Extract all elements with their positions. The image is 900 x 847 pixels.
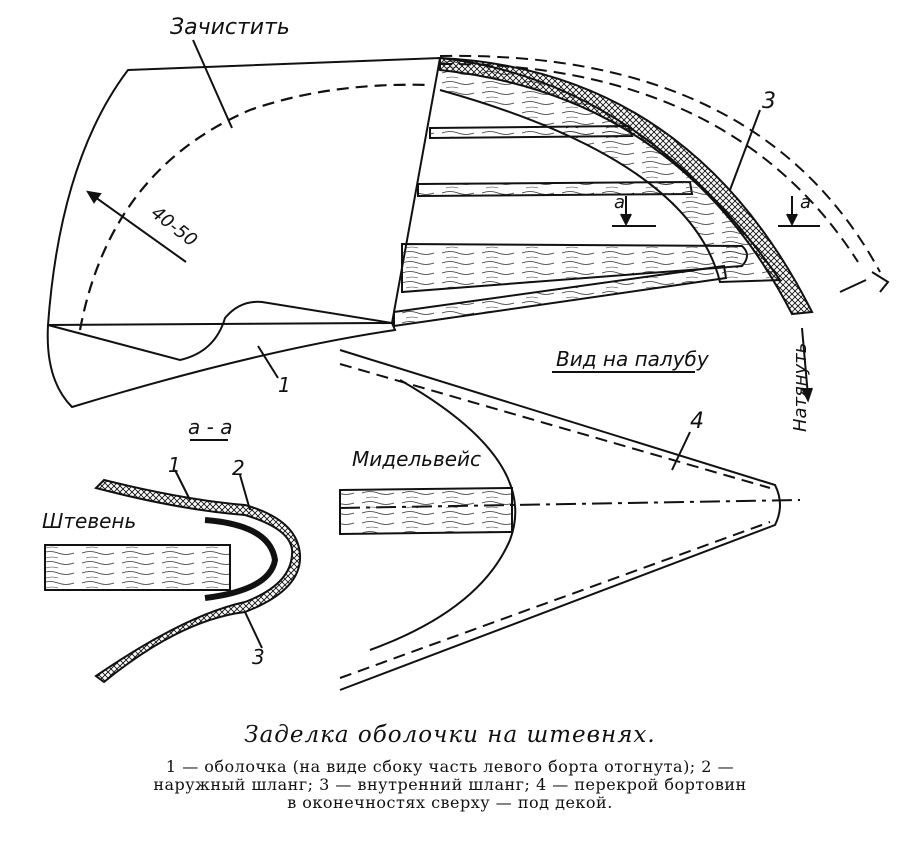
- label-part4: 4: [690, 409, 704, 434]
- deck-view: [339, 349, 801, 691]
- legend-item-2: 2 — наружный шланг;: [153, 757, 735, 794]
- legend-item-3: 3 — внутренний шланг;: [319, 775, 531, 794]
- midel-bar: [339, 486, 513, 536]
- section-aa: [44, 439, 302, 684]
- label-part3-top: 3: [762, 89, 776, 114]
- caption-legend: 1 — оболочка (на виде сбоку часть левого…: [150, 758, 750, 812]
- inner-hose-section: [204, 517, 279, 601]
- label-clean: Зачистить: [170, 15, 290, 40]
- legend-item-4: 4 — перекрой бортовин в оконечностях све…: [287, 775, 747, 812]
- hull-outline: [46, 300, 397, 409]
- caption-title: Заделка оболочки на штевнях.: [244, 722, 656, 748]
- deck-dash-bottom: [339, 521, 771, 679]
- trim-line: [78, 83, 431, 331]
- deck-outline-top: [339, 349, 781, 691]
- outer-hose-section: [94, 478, 302, 684]
- label-part1-sec: 1: [168, 453, 181, 477]
- legend-item-1: 1 — оболочка (на виде сбоку часть левого…: [165, 757, 696, 776]
- deck-dash-top: [339, 363, 771, 489]
- side-view: [46, 39, 890, 409]
- label-pull: Натянуть: [790, 343, 811, 432]
- label-stem: Штевень: [42, 509, 136, 533]
- label-deck-view: Вид на палубу: [556, 347, 710, 371]
- label-part2-sec: 2: [232, 456, 245, 480]
- label-part1-top: 1: [278, 373, 291, 397]
- shell-dash-1: [439, 54, 881, 273]
- outer-hose: [439, 56, 814, 316]
- folded-flap: [46, 56, 442, 327]
- rib-3: [401, 242, 748, 294]
- midel-arc: [369, 379, 517, 651]
- label-section-mark-right: a: [800, 192, 811, 213]
- pull-arrow: [801, 327, 809, 397]
- label-section-title: а - а: [188, 415, 232, 439]
- label-section-mark-left: a: [614, 192, 625, 213]
- label-midel: Мидельвейс: [352, 447, 481, 471]
- label-part3-sec: 3: [252, 645, 265, 669]
- stem-section: [44, 544, 231, 591]
- dimension-line: [87, 191, 187, 263]
- shell-dash-2: [439, 62, 859, 263]
- section-arrow-right: [778, 196, 820, 227]
